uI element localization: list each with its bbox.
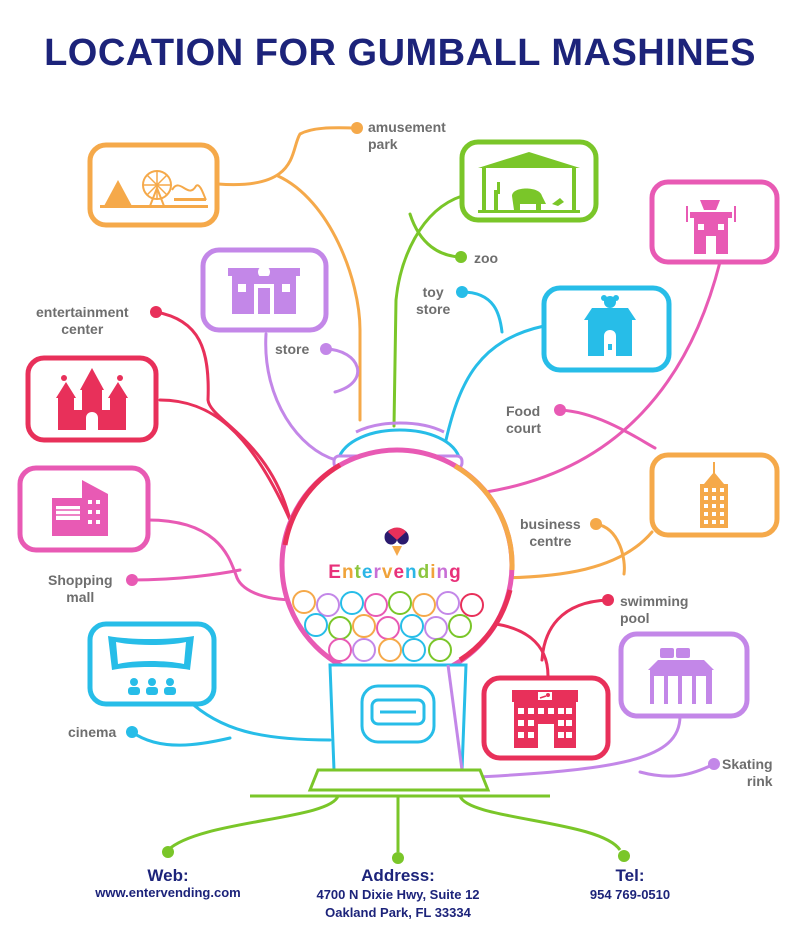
- skyscraper-icon: [700, 462, 728, 528]
- mall-icon: [52, 480, 108, 536]
- brand-letter: t: [354, 562, 362, 583]
- address-label: Address:: [361, 866, 435, 885]
- connector-entertainment-box: [158, 398, 292, 522]
- amusement-park-box: [87, 142, 220, 228]
- label-store: store: [275, 341, 310, 357]
- label-cinema: cinema: [68, 724, 117, 740]
- tel-value[interactable]: 954 769-0510: [589, 887, 671, 902]
- shopping-mall-box: [17, 465, 151, 553]
- castle-icon: [56, 368, 128, 430]
- connector-amusement-park: [216, 126, 358, 187]
- page-title: LOCATION FOR GUMBALL MASHINES: [44, 32, 756, 74]
- skating-rink-icon: [648, 648, 714, 704]
- connector-business: [488, 530, 654, 580]
- connector-shopping-mall-dot: [130, 568, 242, 582]
- brand-letter: n: [341, 562, 355, 583]
- cinema-icon: [108, 636, 194, 695]
- label-zoo: zoo: [474, 250, 499, 266]
- connector-zoo-dot: [408, 212, 462, 259]
- connector-amusement-park-drop: [276, 174, 362, 422]
- web-value[interactable]: www.entervending.com: [95, 885, 241, 900]
- store-box: [200, 247, 329, 333]
- business-centre-box: [649, 452, 780, 538]
- food-court-icon: [686, 200, 736, 254]
- connector-store-dot: [324, 347, 360, 394]
- connector-cinema: [186, 698, 332, 742]
- store-icon: [228, 266, 300, 314]
- connector-skating: [458, 714, 682, 780]
- connector-food-court-dot: [558, 408, 657, 450]
- amusement-park-icon: [100, 170, 208, 208]
- cinema-box: [87, 621, 217, 707]
- connector-swimming-dot: [540, 598, 610, 662]
- toy-store-box: [541, 285, 672, 373]
- gumball-machine: [162, 421, 630, 864]
- brand-letter: g: [449, 562, 462, 583]
- brand-letter: d: [417, 562, 431, 583]
- connector-cinema-dot: [130, 730, 232, 747]
- connector-skating-dot: [638, 762, 716, 778]
- entertainment-box: [25, 355, 159, 443]
- swimming-pool-icon: [512, 690, 578, 748]
- web-label: Web:: [147, 866, 189, 885]
- brand-letter: v: [381, 562, 394, 583]
- zoo-icon: [478, 152, 580, 213]
- brand-letter: E: [328, 562, 342, 583]
- toy-store-icon: [584, 295, 636, 356]
- connector-swimming: [494, 622, 550, 678]
- tel-label: Tel:: [615, 866, 645, 885]
- brand-wordmark: Entervending: [325, 562, 465, 584]
- connector-toy-store: [444, 324, 546, 442]
- connector-shopping-mall: [146, 518, 298, 602]
- entervending-logo-icon: [384, 527, 409, 556]
- connector-food-court: [484, 260, 722, 494]
- connector-store: [264, 332, 338, 462]
- connector-zoo: [392, 194, 464, 428]
- connector-toy-store-dot: [460, 290, 504, 334]
- brand-letter: i: [430, 562, 437, 583]
- brand-letter: n: [405, 562, 418, 583]
- connector-business-dot: [594, 522, 626, 576]
- brand-letter: e: [393, 562, 406, 583]
- food-court-box: [649, 179, 780, 265]
- brand-letter: r: [373, 562, 382, 583]
- swimming-pool-box: [481, 675, 611, 761]
- brand-letter: e: [361, 562, 374, 583]
- brand-letter: n: [436, 562, 450, 583]
- zoo-box: [459, 139, 599, 223]
- connector-entertainment: [154, 310, 292, 522]
- skating-rink-box: [618, 631, 750, 719]
